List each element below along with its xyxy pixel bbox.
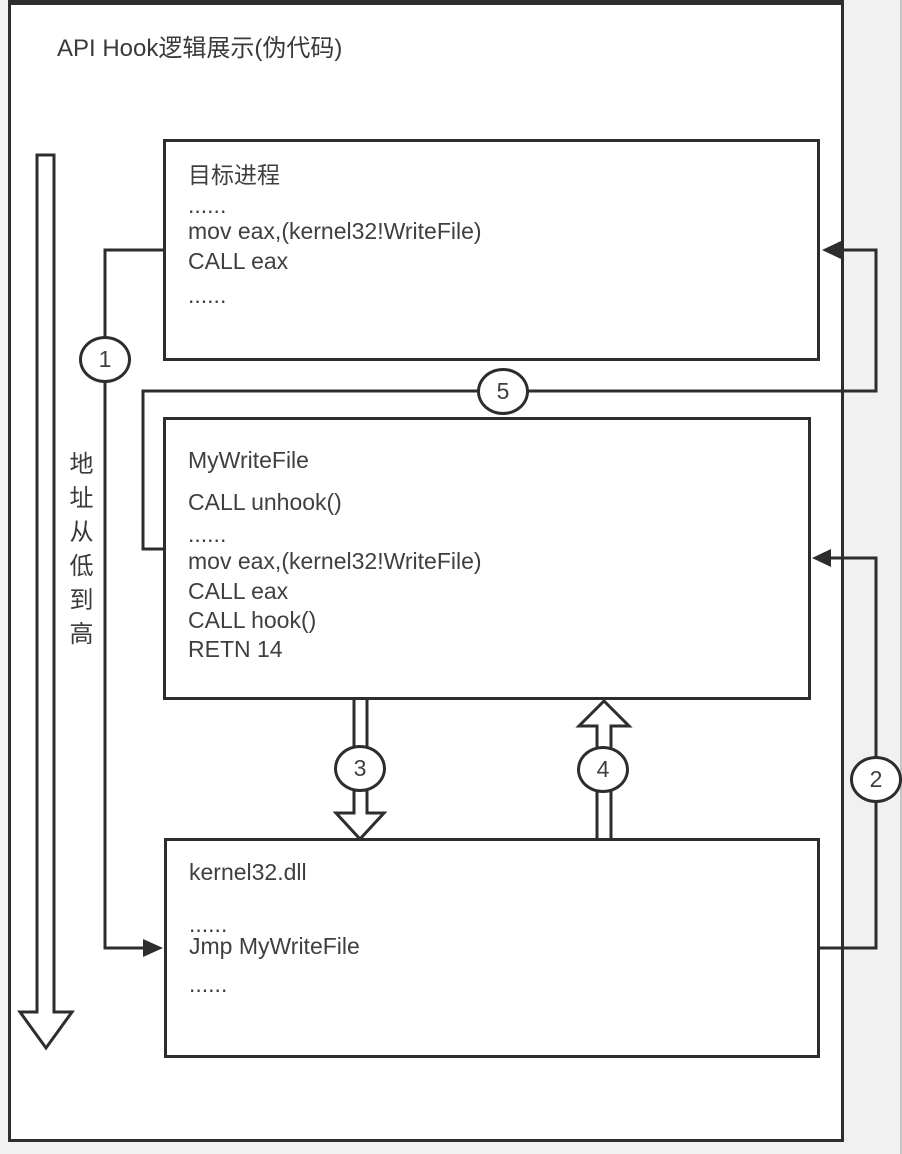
hook-function-box: MyWriteFile CALL unhook() ...... mov eax…	[163, 417, 811, 700]
code-line: ......	[188, 282, 227, 308]
code-line: ......	[188, 192, 227, 218]
code-line: mov eax,(kernel32!WriteFile)	[188, 548, 482, 574]
page-title: API Hook逻辑展示(伪代码)	[57, 35, 343, 62]
step-marker-5: 5	[477, 368, 529, 415]
code-line: RETN 14	[188, 636, 283, 662]
code-line: CALL hook()	[188, 607, 317, 633]
code-line: CALL eax	[188, 578, 289, 604]
step1-arrowhead-icon	[143, 939, 163, 957]
target-process-box: 目标进程 ...... mov eax,(kernel32!WriteFile)…	[163, 139, 820, 361]
code-line: mov eax,(kernel32!WriteFile)	[188, 218, 482, 244]
box-title: MyWriteFile	[188, 447, 309, 473]
code-line: CALL eax	[188, 248, 289, 274]
code-line: ......	[189, 911, 228, 937]
code-line: ......	[189, 971, 228, 997]
box-title: kernel32.dll	[189, 859, 307, 885]
step-marker-3: 3	[334, 745, 386, 792]
step1-flow-line	[103, 248, 164, 950]
step-marker-4: 4	[577, 746, 629, 793]
step2-arrowhead-icon	[812, 549, 831, 567]
step2-flow-line	[820, 556, 878, 950]
code-line: CALL unhook()	[188, 489, 342, 515]
kernel32-box: kernel32.dll ...... Jmp MyWriteFile ....…	[164, 838, 820, 1058]
step-marker-2: 2	[850, 756, 902, 803]
step5-arrowhead-icon	[822, 241, 841, 259]
address-direction-arrow-icon	[17, 153, 75, 1051]
screen-right-edge	[900, 0, 902, 1154]
code-line: ......	[188, 521, 227, 547]
address-axis-label: 地址从低到高	[65, 451, 92, 655]
box-title: 目标进程	[188, 162, 280, 188]
code-line: Jmp MyWriteFile	[189, 933, 360, 959]
step-marker-1: 1	[79, 336, 131, 383]
